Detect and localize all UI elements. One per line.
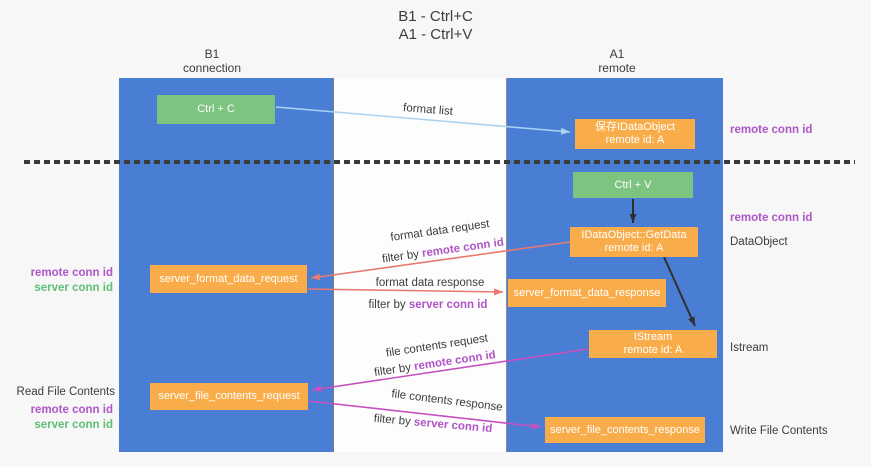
istream-line1: IStream xyxy=(633,331,673,343)
left-server-conn-id-2: server conn id xyxy=(34,419,113,431)
istream-box: IStream remote id: A xyxy=(589,330,717,358)
server-format-data-response-box: server_format_data_response xyxy=(508,279,666,307)
saved-dataobject-line1: 保存IDataObject xyxy=(594,121,676,133)
format-response-filter-conn: server conn id xyxy=(408,299,488,311)
format-response-filter-label: filter by server conn id xyxy=(369,299,488,311)
ctrl-c-label: Ctrl + C xyxy=(197,103,235,115)
ctrl-c-box: Ctrl + C xyxy=(157,95,275,124)
istream-side-label: Istream xyxy=(730,342,769,354)
istream-line2: remote id: A xyxy=(623,344,683,356)
getdata-box: IDataObject::GetData remote id: A xyxy=(570,227,698,257)
saved-dataobject-box: 保存IDataObject remote id: A xyxy=(575,119,695,149)
format-data-response-label: format data response xyxy=(375,277,485,289)
left-column-header-line1: B1 xyxy=(204,47,220,61)
server-file-contents-request-box: server_file_contents_request xyxy=(150,383,308,410)
getdata-line1: IDataObject::GetData xyxy=(581,229,687,241)
left-remote-conn-id-2: remote conn id xyxy=(30,404,113,416)
right-column-header: A1 remote xyxy=(517,47,717,75)
diagram-title-line2: A1 - Ctrl+V xyxy=(398,26,473,43)
ctrl-v-label: Ctrl + V xyxy=(614,178,652,191)
diagram-title-line1: B1 - Ctrl+C xyxy=(398,8,473,25)
saved-dataobject-line2: remote id: A xyxy=(605,134,665,146)
server-format-data-request-label: server_format_data_request xyxy=(159,272,298,285)
dataobject-label: DataObject xyxy=(730,236,788,248)
left-column-header: B1 connection xyxy=(112,47,312,75)
write-file-contents-label: Write File Contents xyxy=(730,425,828,437)
right-column-header-line1: A1 xyxy=(609,47,625,61)
left-column-header-line2: connection xyxy=(182,61,242,75)
getdata-line2: remote id: A xyxy=(604,242,664,254)
server-file-contents-response-label: server_file_contents_response xyxy=(550,423,700,436)
server-format-data-response-label: server_format_data_response xyxy=(513,286,661,299)
server-file-contents-response-box: server_file_contents_response xyxy=(545,417,705,443)
dashed-separator xyxy=(24,160,855,164)
right-remote-conn-id-mid: remote conn id xyxy=(730,212,813,224)
right-column-header-line2: remote xyxy=(598,61,636,75)
ctrl-v-box: Ctrl + V xyxy=(573,172,693,198)
diagram-title: B1 - Ctrl+C A1 - Ctrl+V xyxy=(0,8,871,44)
server-file-contents-request-label: server_file_contents_request xyxy=(158,390,300,402)
right-remote-conn-id-top: remote conn id xyxy=(730,124,813,136)
format-response-filter-prefix: filter by xyxy=(368,299,409,311)
read-file-contents-label: Read File Contents xyxy=(16,386,115,398)
left-remote-conn-id-1: remote conn id xyxy=(30,267,113,279)
server-format-data-request-box: server_format_data_request xyxy=(150,265,307,293)
left-server-conn-id-1: server conn id xyxy=(34,282,113,294)
